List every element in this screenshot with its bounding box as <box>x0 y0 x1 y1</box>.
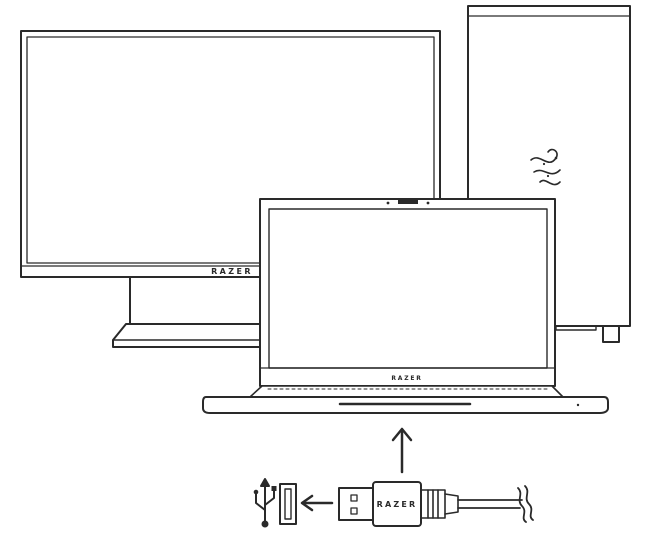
usb-port-icon <box>279 483 297 525</box>
laptop-brand-label: RAZER <box>391 375 422 382</box>
monitor-brand-label: RAZER <box>211 267 253 276</box>
usb-symbol-icon <box>253 478 277 528</box>
usb-plug-brand-label: RAZER <box>377 500 418 509</box>
webcam <box>386 199 430 205</box>
strain-relief <box>420 489 459 519</box>
cable <box>457 485 534 523</box>
razer-snake-logo-icon <box>530 148 561 186</box>
laptop <box>202 198 609 414</box>
usb-plug <box>338 481 534 527</box>
arrow-left-icon <box>300 494 334 512</box>
arrow-up-icon <box>391 427 413 474</box>
